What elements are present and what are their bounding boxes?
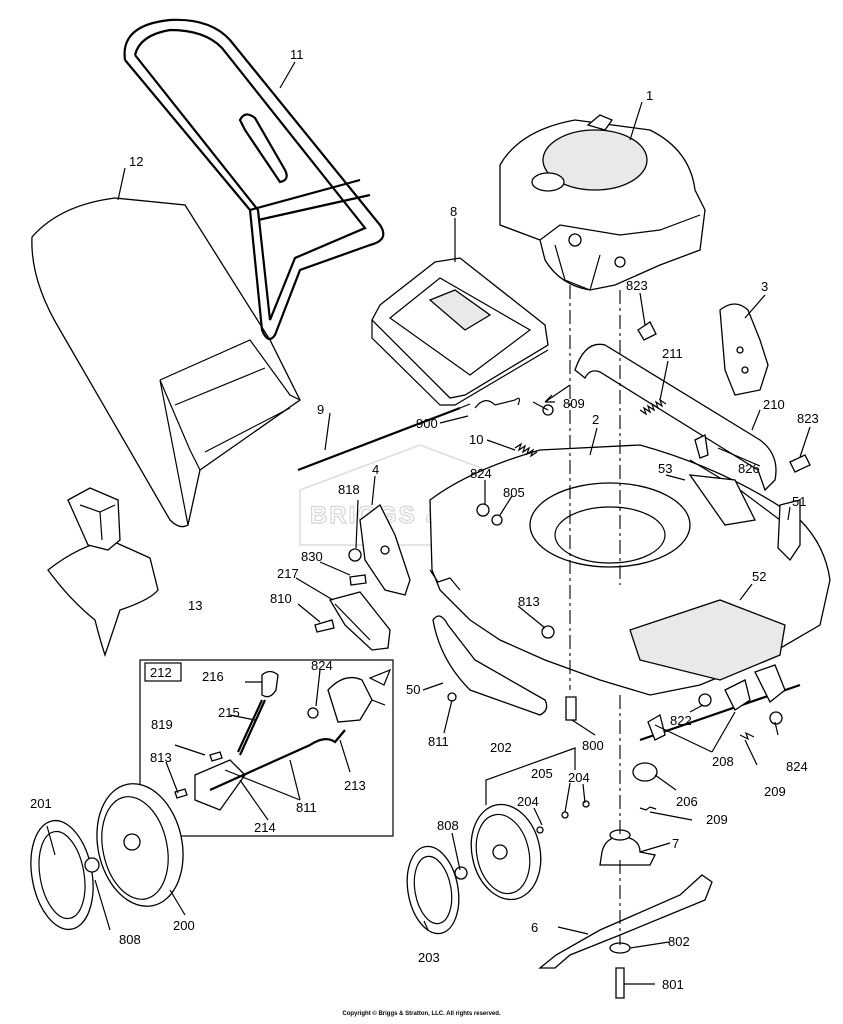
callout-811b: 811 <box>296 800 317 815</box>
handle-part <box>123 18 385 341</box>
callout-210: 210 <box>763 397 785 412</box>
callout-830: 830 <box>301 549 323 564</box>
callout-200: 200 <box>173 918 195 933</box>
callout-6: 6 <box>531 920 538 935</box>
grass-bag-part <box>31 197 301 528</box>
callout-205: 205 <box>531 766 553 781</box>
mower-deck-part <box>429 444 831 696</box>
callout-823a: 823 <box>626 278 648 293</box>
callout-50: 50 <box>406 682 420 697</box>
callout-203: 203 <box>418 950 440 965</box>
fasteners-part <box>314 321 811 725</box>
callout-2: 2 <box>592 412 599 427</box>
callout-216: 216 <box>202 669 224 684</box>
callout-824a: 824 <box>470 466 492 481</box>
callout-813b: 813 <box>150 750 172 765</box>
callout-8: 8 <box>450 204 457 219</box>
handle-kit-inset: 212 <box>139 659 394 837</box>
callout-809: 809 <box>563 396 585 411</box>
callout-209b: 209 <box>706 812 728 827</box>
side-chute-part <box>777 499 801 562</box>
callout-3: 3 <box>761 279 768 294</box>
callout-10: 10 <box>469 432 483 447</box>
callout-215: 215 <box>218 705 240 720</box>
front-wheel-right-part <box>406 800 590 935</box>
bracket-202 <box>485 747 576 805</box>
callout-808a: 808 <box>437 818 459 833</box>
callout-206: 206 <box>676 794 698 809</box>
callout-824c: 824 <box>786 759 808 774</box>
callout-7: 7 <box>672 836 679 851</box>
arrow-indicator <box>544 384 571 403</box>
callout-201: 201 <box>30 796 52 811</box>
engine-part <box>499 114 706 291</box>
callout-826: 826 <box>738 461 760 476</box>
callout-209a: 209 <box>764 784 786 799</box>
callout-52: 52 <box>752 569 766 584</box>
callout-1: 1 <box>646 88 653 103</box>
assembly-center-line <box>569 285 621 690</box>
callout-51: 51 <box>792 494 806 509</box>
callout-217: 217 <box>277 566 299 581</box>
callout-822: 822 <box>670 713 692 728</box>
callout-808b: 808 <box>119 932 141 947</box>
callout-208: 208 <box>712 754 734 769</box>
handle-bracket-right-part <box>719 303 769 396</box>
callout-810: 810 <box>270 591 292 606</box>
callout-813a: 813 <box>518 594 540 609</box>
callout-211: 211 <box>662 346 683 361</box>
callout-13: 13 <box>188 598 202 613</box>
callout-811a: 811 <box>428 734 449 749</box>
svg-text:212: 212 <box>150 665 172 680</box>
rear-skirt-part <box>432 615 548 716</box>
callout-53: 53 <box>658 461 672 476</box>
callout-202: 202 <box>490 740 512 755</box>
rear-rod-part <box>297 403 471 472</box>
callout-labels: 1 2 3 4 6 7 8 9 10 11 12 13 50 51 52 53 … <box>30 47 819 992</box>
blade-assembly-part <box>538 829 713 999</box>
rear-axle-part <box>632 664 801 811</box>
callout-801: 801 <box>662 977 684 992</box>
callout-204a: 204 <box>517 794 539 809</box>
callout-12: 12 <box>129 154 143 169</box>
callout-214: 214 <box>254 820 276 835</box>
callout-800: 800 <box>582 738 604 753</box>
callout-11: 11 <box>290 47 304 62</box>
callout-900: 900 <box>416 416 438 431</box>
callout-4: 4 <box>372 462 379 477</box>
mulch-plug-part <box>47 487 159 658</box>
copyright-notice: Copyright © Briggs & Stratton, LLC. All … <box>342 1011 501 1017</box>
height-adjuster-part <box>328 504 411 651</box>
springs-part <box>474 397 667 458</box>
callout-204b: 204 <box>568 770 590 785</box>
callout-819: 819 <box>151 717 173 732</box>
leader-lines <box>46 61 811 985</box>
callout-213: 213 <box>344 778 366 793</box>
callout-802: 802 <box>668 934 690 949</box>
callout-805: 805 <box>503 485 525 500</box>
rear-door-part <box>371 257 549 406</box>
front-wheel-left-part <box>30 783 184 931</box>
callout-818: 818 <box>338 482 360 497</box>
callout-9: 9 <box>317 402 324 417</box>
callout-823b: 823 <box>797 411 819 426</box>
rear-axle-bar-part <box>574 343 777 492</box>
callout-824b: 824 <box>311 658 333 673</box>
